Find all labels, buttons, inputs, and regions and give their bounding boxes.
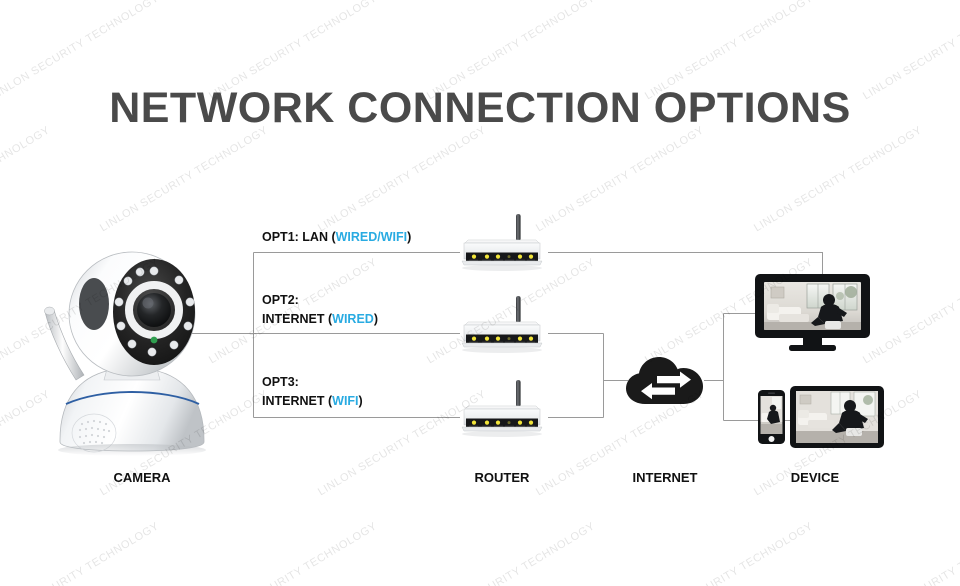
monitor-stand-base bbox=[789, 345, 836, 351]
camera-status-led bbox=[150, 336, 158, 344]
opt3-highlight: WIFI bbox=[332, 394, 359, 408]
category-label-router: ROUTER bbox=[474, 470, 530, 485]
opt2-highlight: WIRED bbox=[332, 312, 374, 326]
camera-lens bbox=[137, 293, 171, 327]
opt3-line1: OPT3: bbox=[262, 375, 299, 389]
cloud-arrow-left bbox=[641, 383, 675, 400]
opt1-line1: OPT1: LAN (WIRED/WIFI) bbox=[262, 230, 412, 244]
monitor-stand-neck bbox=[803, 338, 822, 345]
router-opt3 bbox=[461, 380, 543, 438]
monitor-screen bbox=[764, 282, 861, 330]
router-opt2 bbox=[461, 296, 543, 354]
opt3-line2: INTERNET (WIFI) bbox=[262, 394, 363, 408]
monitor-intruder bbox=[811, 294, 847, 329]
cloud-arrow-right bbox=[657, 371, 691, 388]
category-label-device: DEVICE bbox=[790, 470, 840, 485]
camera-shadow bbox=[58, 444, 206, 456]
camera-blue-stripe bbox=[65, 391, 200, 405]
camera-antenna bbox=[44, 306, 85, 381]
internet-cloud-icon bbox=[626, 357, 703, 404]
monitor-sofa bbox=[767, 304, 809, 322]
option-label-opt1: OPT1: LAN (WIRED/WIFI) bbox=[262, 228, 411, 247]
camera-illustration bbox=[44, 251, 206, 456]
page-title: NETWORK CONNECTION OPTIONS bbox=[109, 84, 851, 132]
category-label-internet: INTERNET bbox=[632, 470, 698, 485]
router-opt1 bbox=[461, 214, 543, 272]
camera-lens-ring bbox=[125, 281, 183, 339]
handheld-devices bbox=[758, 386, 884, 448]
camera-base bbox=[59, 367, 205, 453]
camera-ir-leds bbox=[114, 266, 195, 357]
monitor-device bbox=[755, 274, 870, 351]
smartphone-device bbox=[758, 390, 785, 444]
category-label-camera: CAMERA bbox=[113, 470, 171, 485]
camera-head bbox=[68, 251, 196, 377]
opt2-line2: INTERNET (WIRED) bbox=[262, 312, 378, 326]
tablet-device bbox=[790, 386, 884, 448]
opt1-highlight: WIRED/WIFI bbox=[335, 230, 408, 244]
camera-side-port bbox=[79, 278, 109, 330]
wire-opt1-to-device bbox=[548, 251, 824, 276]
option-label-opt3: OPT3: INTERNET (WIFI) bbox=[262, 373, 363, 411]
option-label-opt2: OPT2: INTERNET (WIRED) bbox=[262, 291, 378, 329]
opt2-line1: OPT2: bbox=[262, 293, 299, 307]
